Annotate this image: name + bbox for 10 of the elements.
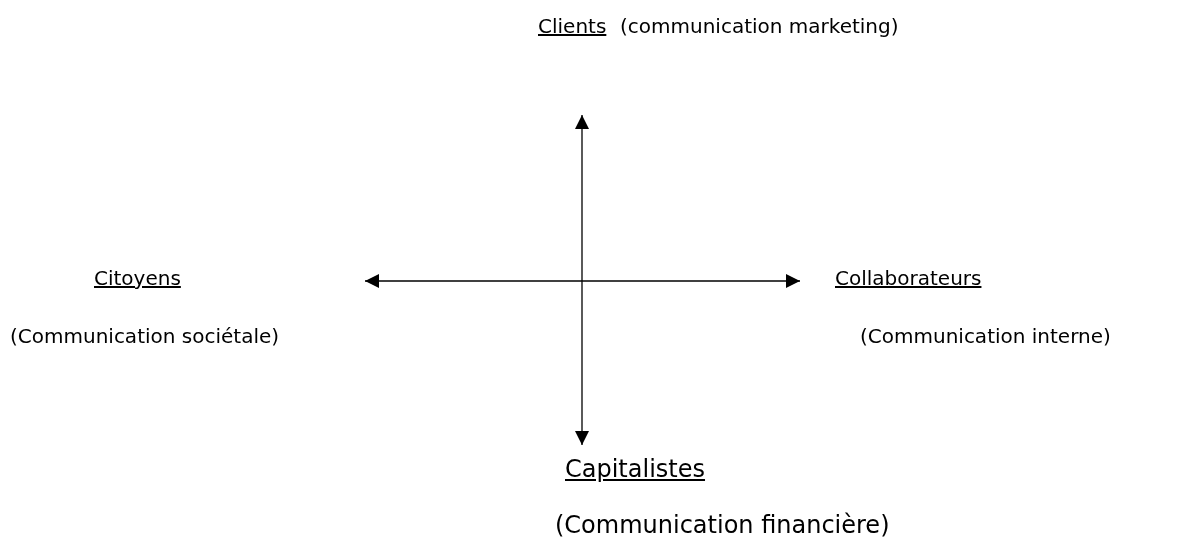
communication-type: (Communication financière) <box>555 511 890 540</box>
communication-type: (communication marketing) <box>620 14 899 38</box>
double-arrow <box>575 114 589 446</box>
communication-type: (Communication sociétale) <box>10 324 280 348</box>
stakeholder-heading: Collaborateurs <box>835 266 982 290</box>
double-arrow <box>364 274 801 288</box>
communication-type: (Communication interne) <box>860 324 1111 348</box>
stakeholder-heading: Citoyens <box>94 266 181 290</box>
stakeholder-heading: Capitalistes <box>565 455 705 484</box>
stakeholder-heading: Clients <box>538 14 607 38</box>
